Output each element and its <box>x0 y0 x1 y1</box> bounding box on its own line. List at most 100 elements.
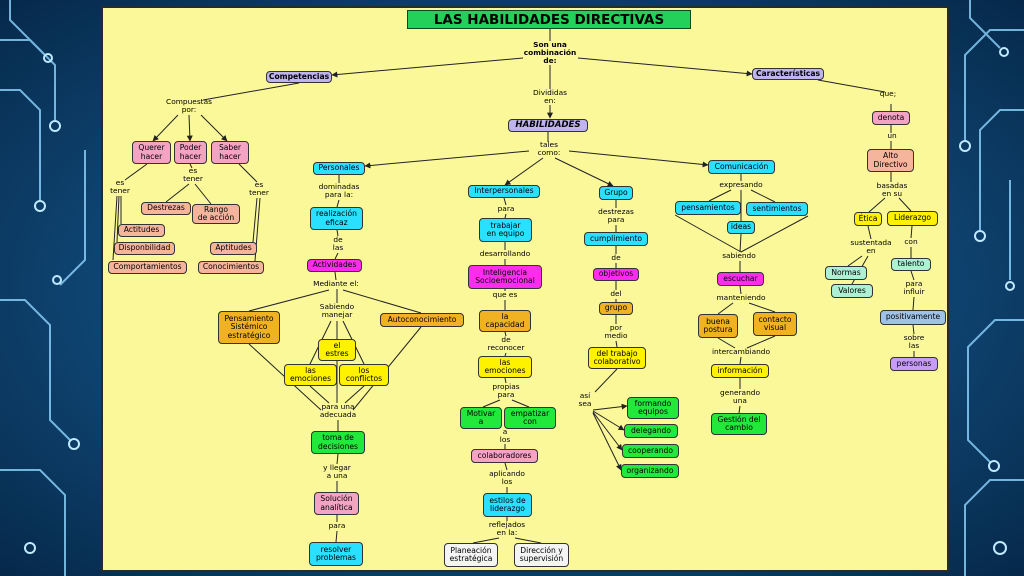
concept-node-cooperando: cooperando <box>622 444 679 458</box>
link-label-es-tener-3: es tener <box>249 180 269 198</box>
link-label-es-tener-1: es tener <box>110 178 130 196</box>
concept-node-caracteristicas: Características <box>752 68 824 80</box>
link-label-generando: generando una <box>720 388 760 406</box>
link-label-manteniendo: manteniendo <box>716 293 766 302</box>
concept-node-poder: Poder hacer <box>174 141 207 164</box>
link-label-asi-sea: así sea <box>578 391 592 409</box>
concept-node-rango: Rango de acción <box>192 204 240 224</box>
page-title: LAS HABILIDADES DIRECTIVAS <box>407 10 691 29</box>
concept-node-conflictos: los conflictos <box>339 364 389 386</box>
link-label-son-una: Son una combinación de: <box>523 40 577 66</box>
link-label-para-1: para <box>328 521 346 530</box>
concept-node-competencias: Competencias <box>266 71 332 83</box>
link-label-aplicando: aplicando los <box>489 469 525 487</box>
concept-node-informacion: información <box>711 364 769 378</box>
concept-node-objetivos: objetivos <box>593 268 639 281</box>
concept-node-capacidad: la capacidad <box>479 310 531 332</box>
link-label-tales: tales como: <box>537 140 561 158</box>
concept-node-toma: toma de decisiones <box>311 431 365 454</box>
link-label-compuestas: Compuestas por: <box>166 97 212 115</box>
concept-node-actitudes: Actitudes <box>118 224 165 237</box>
concept-node-actividades: Actividades <box>307 259 362 272</box>
concept-node-realizacion: realización eficaz <box>310 207 363 230</box>
concept-node-valores: Valores <box>831 284 873 298</box>
concept-node-ideas: ideas <box>727 221 755 234</box>
link-label-mediante: Mediante el: <box>313 279 359 288</box>
link-label-sobre-las: sobre las <box>903 333 925 351</box>
concept-node-normas: Normas <box>825 266 867 280</box>
concept-node-motivar: Motivar a <box>460 407 502 429</box>
link-label-del-1: del <box>610 289 622 298</box>
concept-node-etica: Ética <box>854 212 882 226</box>
link-label-un: un <box>887 131 897 140</box>
concept-node-personales: Personales <box>313 162 365 175</box>
link-label-a-los: a los <box>499 427 511 445</box>
concept-node-positivamente: positivamente <box>880 310 946 325</box>
link-label-que-es: que es <box>492 290 518 299</box>
link-label-para-influir: para influir <box>903 279 925 297</box>
concept-node-colaboradores: colaboradores <box>471 449 538 463</box>
link-label-divididas: Divididas en: <box>533 88 567 106</box>
link-label-sustentada: sustentada en <box>850 238 892 256</box>
concept-node-denota: denota <box>872 111 910 125</box>
link-label-expresando: expresando <box>719 180 763 189</box>
concept-node-cumplimiento: cumplimiento <box>584 232 648 246</box>
link-label-intercambiando: intercambiando <box>711 347 771 356</box>
concept-node-sentimientos: sentimientos <box>746 202 808 216</box>
concept-node-grupo: Grupo <box>599 186 633 200</box>
concept-node-grupo2: grupo <box>599 302 633 315</box>
concept-node-trabajocolab: del trabajo colaborativo <box>588 347 646 369</box>
concept-node-talento: talento <box>891 258 931 271</box>
link-label-propias: propias para <box>492 382 520 400</box>
concept-node-organizando: organizando <box>621 464 679 478</box>
concept-node-conocimientos: Conocimientos <box>198 261 264 274</box>
concept-node-interpersonales: Interpersonales <box>468 185 540 198</box>
link-label-de-reconocer: de reconocer <box>487 335 525 353</box>
concept-node-autoconocimiento: Autoconocimiento <box>380 313 464 327</box>
link-label-desarrollando: desarrollando <box>479 249 531 258</box>
concept-node-buenapostura: buena postura <box>698 314 738 338</box>
concept-node-aptitudes: Aptitudes <box>210 242 257 255</box>
concept-node-contactovisual: contacto visual <box>753 312 797 336</box>
concept-node-comunicacion: Comunicación <box>708 160 775 174</box>
concept-node-altodirectivo: Alto Directivo <box>867 149 914 172</box>
link-label-es-tener-2: es tener <box>183 166 203 184</box>
link-label-y-llegar: y llegar a una <box>323 463 351 481</box>
link-label-por-medio: por medio <box>604 323 628 341</box>
concept-node-habilidades: HABILIDADES <box>508 119 588 132</box>
link-label-para-adecuada: para una adecuada <box>319 402 357 420</box>
concept-node-escuchar: escuchar <box>717 272 764 286</box>
link-label-basadas: basadas en su <box>876 181 908 199</box>
concept-node-saber: Saber hacer <box>211 141 249 164</box>
concept-node-querer: Querer hacer <box>132 141 171 164</box>
concept-node-lasemociones1: las emociones <box>284 364 337 386</box>
concept-node-liderazgo: Liderazgo <box>887 211 938 226</box>
link-label-destrezas-para: destrezas para <box>598 207 634 225</box>
concept-node-resolver: resolver problemas <box>309 542 363 566</box>
concept-node-gestion: Gestión del cambio <box>711 413 767 435</box>
link-label-que: que; <box>879 89 897 98</box>
concept-node-comportamientos: Comportamientos <box>108 261 187 274</box>
concept-node-trabajar: trabajar en equipo <box>479 218 532 242</box>
link-label-de-1: de <box>611 253 621 262</box>
link-label-para-2: para <box>497 204 515 213</box>
concept-node-empatizar: empatizar con <box>504 407 556 429</box>
concept-node-personas: personas <box>890 357 938 371</box>
link-label-con: con <box>904 237 918 246</box>
concept-node-delegando: delegando <box>624 424 678 438</box>
concept-node-estilos: estilos de liderazgo <box>483 493 532 517</box>
link-label-dominadas: dominadas para la: <box>318 182 360 200</box>
concept-node-destrezas: Destrezas <box>141 202 191 215</box>
concept-node-lasemociones2: las emociones <box>478 356 532 378</box>
concept-node-planeacion: Planeación estratégica <box>444 543 498 567</box>
concept-node-solucion: Solución analítica <box>314 492 359 515</box>
link-label-sabiendo: sabiendo <box>722 251 756 260</box>
link-label-sabiendo-manejar: Sabiendo manejar <box>319 302 355 320</box>
concept-node-disponibilidad: Disponbilidad <box>114 242 175 255</box>
concept-node-formando: formando equipos <box>627 397 679 419</box>
link-label-de-las: de las <box>332 235 344 253</box>
concept-node-pensamientos: pensamientos <box>675 201 741 215</box>
link-label-reflejados: reflejados en la: <box>488 520 526 538</box>
concept-node-pensamiento: Pensamiento Sistémico estratégico <box>218 311 280 344</box>
